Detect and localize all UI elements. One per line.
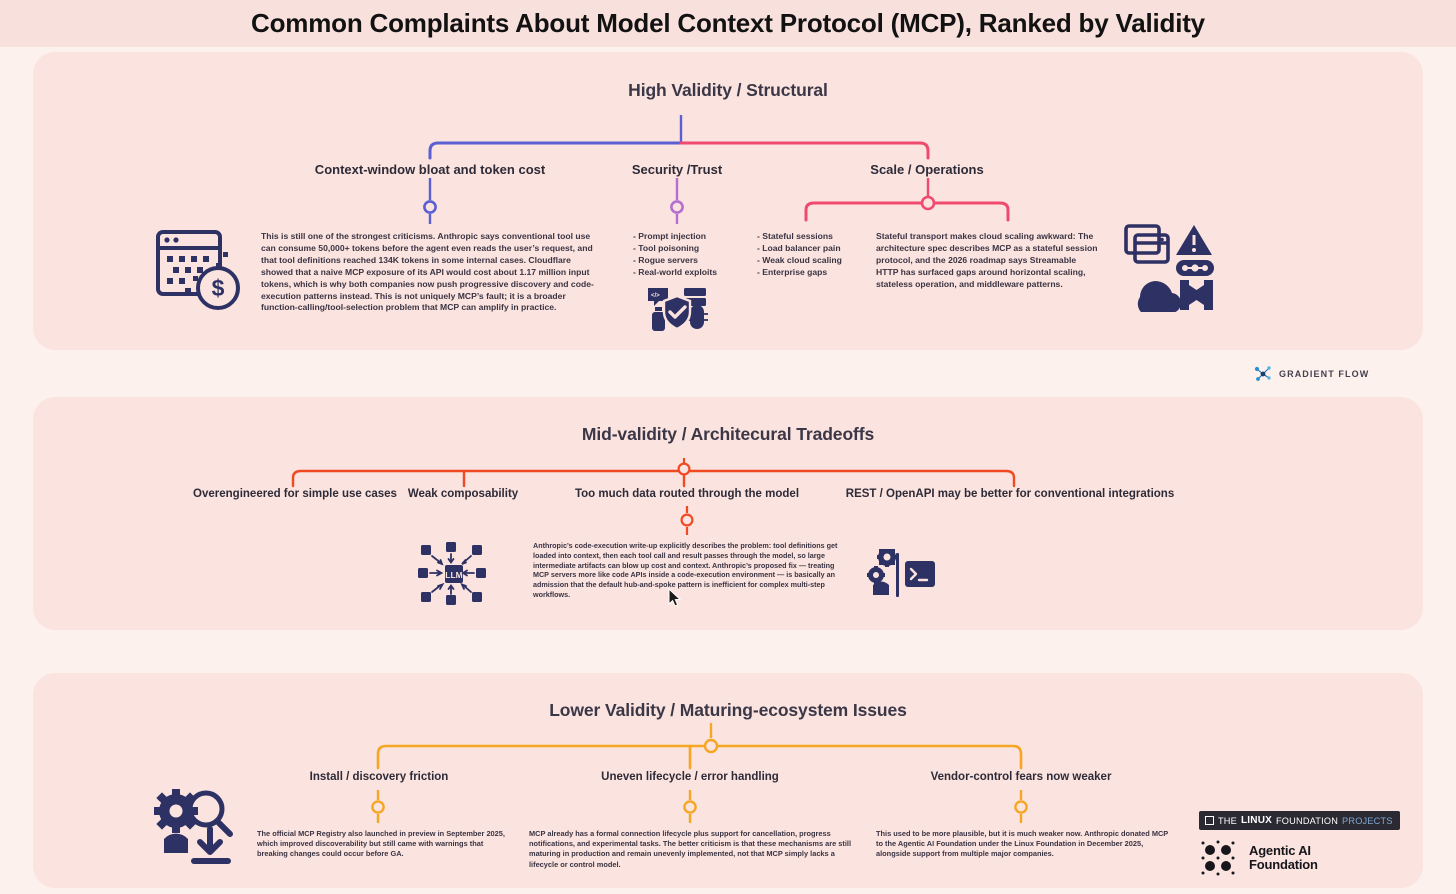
- linux-foundation-mark-icon: [1205, 816, 1214, 825]
- list-item: - Load balancer pain: [757, 242, 841, 253]
- branch-label-install-discovery: Install / discovery friction: [309, 771, 449, 783]
- list-item: - Tool poisoning: [633, 242, 700, 253]
- mouse-cursor: [668, 587, 682, 613]
- body-text-install-discovery: The official MCP Registry also launched …: [257, 829, 505, 859]
- security-shield-bug-icon: </>: [646, 286, 708, 339]
- section-heading-lower-validity: Lower Validity / Maturing-ecosystem Issu…: [549, 700, 907, 720]
- branch-label-uneven-lifecycle: Uneven lifecycle / error handling: [601, 771, 779, 783]
- agentic-line1: Agentic AI: [1249, 843, 1311, 858]
- list-item: - Enterprise gaps: [757, 266, 828, 277]
- gradient-flow-network-icon: [1254, 366, 1271, 381]
- branch-label-overengineered: Overengineered for simple use cases: [193, 488, 397, 500]
- body-text-too-much-data: Anthropic’s code-execution write-up expl…: [533, 541, 838, 599]
- gradient-flow-label: GRADIENT FLOW: [1279, 369, 1370, 379]
- body-text-context-window: This is still one of the strongest criti…: [261, 231, 594, 313]
- list-item: - Prompt injection: [633, 231, 707, 241]
- branch-label-too-much-data: Too much data routed through the model: [574, 488, 800, 500]
- branch-label-scale-operations: Scale / Operations: [870, 162, 984, 177]
- branch-label-weak-composability: Weak composability: [407, 488, 519, 500]
- lf-linux: LINUX: [1240, 815, 1272, 826]
- lf-projects: PROJECTS: [1342, 815, 1393, 826]
- list-item: - Stateful sessions: [757, 231, 833, 241]
- llm-hub-spoke-icon: LLM: [418, 541, 488, 612]
- bullet-list-scale-operations: - Stateful sessions - Load balancer pain…: [757, 231, 842, 279]
- title-bar: Common Complaints About Model Context Pr…: [0, 0, 1456, 47]
- agentic-dots-icon: [1201, 840, 1235, 876]
- list-item: - Rogue servers: [633, 254, 698, 265]
- section-heading-high-validity: High Validity / Structural: [628, 80, 828, 100]
- body-text-vendor-control: This used to be more plausible, but it i…: [876, 829, 1169, 859]
- lf-the: THE: [1218, 815, 1237, 826]
- branch-label-vendor-control: Vendor-control fears now weaker: [930, 771, 1112, 783]
- list-item: - Real-world exploits: [633, 266, 718, 277]
- agentic-ai-foundation-logo: Agentic AI Foundation: [1200, 838, 1318, 878]
- gear-magnifier-download-icon: [148, 785, 238, 872]
- cloud-scale-ops-icon: [1122, 222, 1217, 317]
- section-panel-mid-validity: [33, 397, 1423, 630]
- branch-label-context-window: Context-window bloat and token cost: [314, 162, 546, 177]
- agentic-line2: Foundation: [1249, 857, 1318, 872]
- lf-foundation: FOUNDATION: [1275, 815, 1339, 826]
- body-text-scale-operations: Stateful transport makes cloud scaling a…: [876, 231, 1098, 289]
- page-title: Common Complaints About Model Context Pr…: [251, 8, 1205, 38]
- svg-text:$: $: [212, 275, 225, 301]
- body-text-uneven-lifecycle: MCP already has a formal connection life…: [529, 829, 852, 869]
- gears-terminal-icon: [867, 547, 937, 604]
- linux-foundation-projects-badge: THE LINUX FOUNDATION PROJECTS: [1199, 811, 1400, 830]
- window-dots-dollar-icon: $: [150, 222, 242, 319]
- branch-label-security-trust: Security /Trust: [631, 162, 723, 177]
- section-panel-lower-validity: [33, 673, 1423, 888]
- branch-label-rest-openapi: REST / OpenAPI may be better for convent…: [845, 488, 1175, 500]
- section-heading-mid-validity: Mid-validity / Architecural Tradeoffs: [581, 424, 875, 444]
- svg-text:</>: </>: [651, 293, 660, 299]
- list-item: - Weak cloud scaling: [757, 254, 842, 265]
- gradient-flow-logo: GRADIENT FLOW: [1253, 365, 1369, 383]
- bullet-list-security-trust: - Prompt injection - Tool poisoning - Ro…: [633, 231, 717, 279]
- svg-text:LLM: LLM: [445, 570, 462, 580]
